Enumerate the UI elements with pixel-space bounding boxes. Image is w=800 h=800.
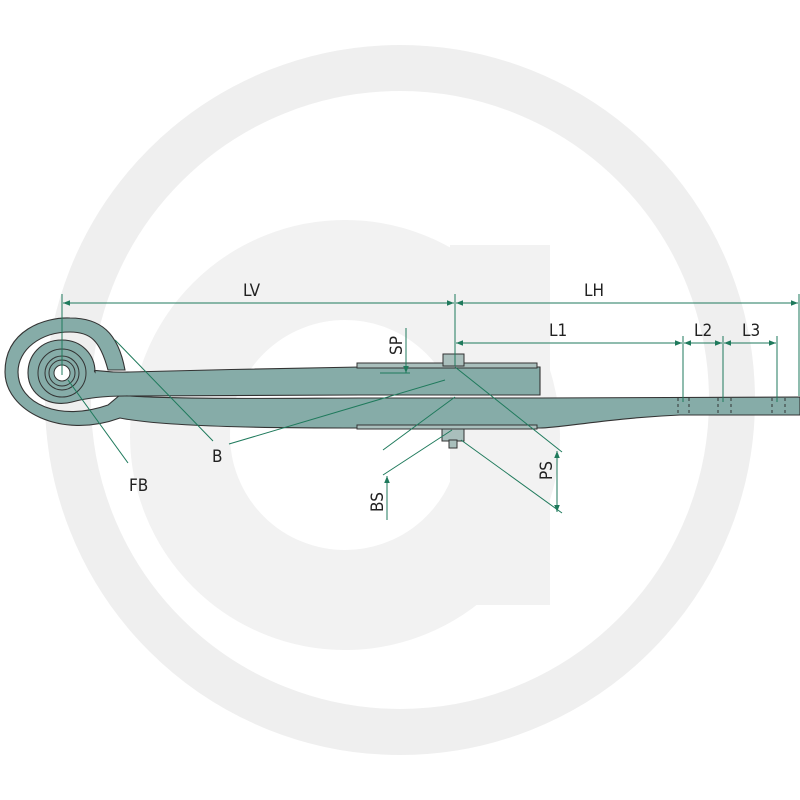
label-l1: L1 (549, 321, 567, 341)
center-bolt-stem (448, 439, 458, 449)
center-bolt-nut (441, 428, 465, 442)
label-lh: LH (584, 281, 604, 301)
label-ps: PS (537, 461, 557, 480)
label-sp: SP (387, 336, 407, 355)
hole-marks (677, 398, 786, 414)
label-l2: L2 (694, 321, 712, 341)
label-fb: FB (129, 476, 148, 496)
label-bs: BS (368, 492, 388, 512)
label-lv: LV (243, 281, 261, 301)
clamp-plate-bottom (356, 424, 538, 430)
center-bolt-head (442, 353, 465, 367)
main-leaf (27, 339, 541, 404)
lower-leaf (4, 317, 800, 429)
label-l3: L3 (742, 321, 760, 341)
label-b: B (212, 447, 223, 467)
dimension-lines (61, 294, 800, 520)
